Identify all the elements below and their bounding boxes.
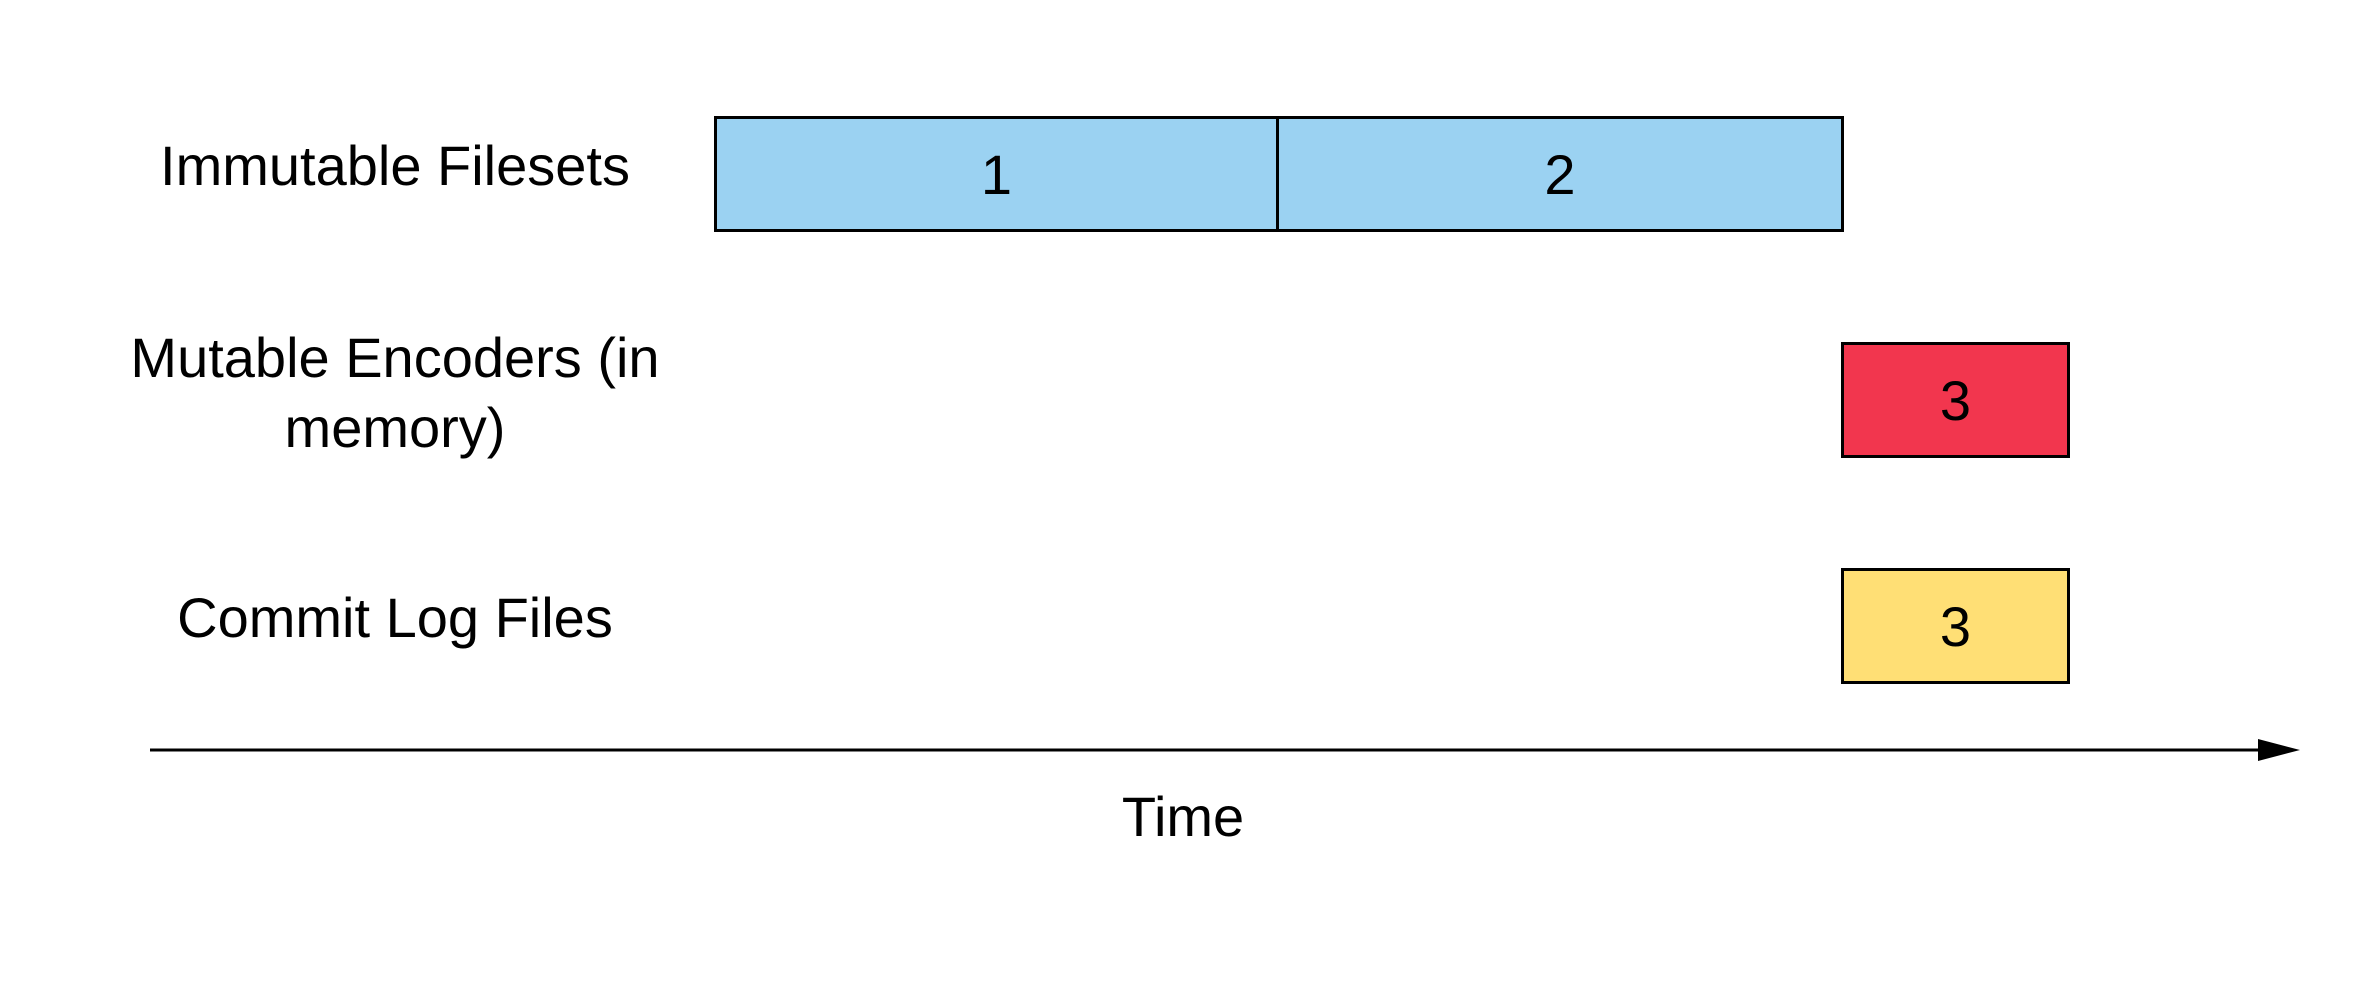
fileset-block-2: 2 [1276, 116, 1844, 232]
block-label: 2 [1544, 142, 1576, 206]
row-label-mutable-encoders: Mutable Encoders (in memory) [130, 326, 660, 459]
time-axis-arrow [150, 739, 2300, 761]
block-label: 3 [1939, 594, 1972, 658]
arrow-head-icon [2258, 739, 2300, 761]
encoder-block-3: 3 [1841, 342, 2070, 458]
row-label-commit-log-files: Commit Log Files [177, 586, 613, 649]
block-label: 3 [1939, 368, 1972, 432]
time-axis-label: Time [1121, 785, 1245, 848]
block-label: 1 [980, 142, 1013, 206]
fileset-block-1: 1 [714, 116, 1279, 232]
commit-log-block-3: 3 [1841, 568, 2070, 684]
row-label-immutable-filesets: Immutable Filesets [160, 134, 630, 197]
